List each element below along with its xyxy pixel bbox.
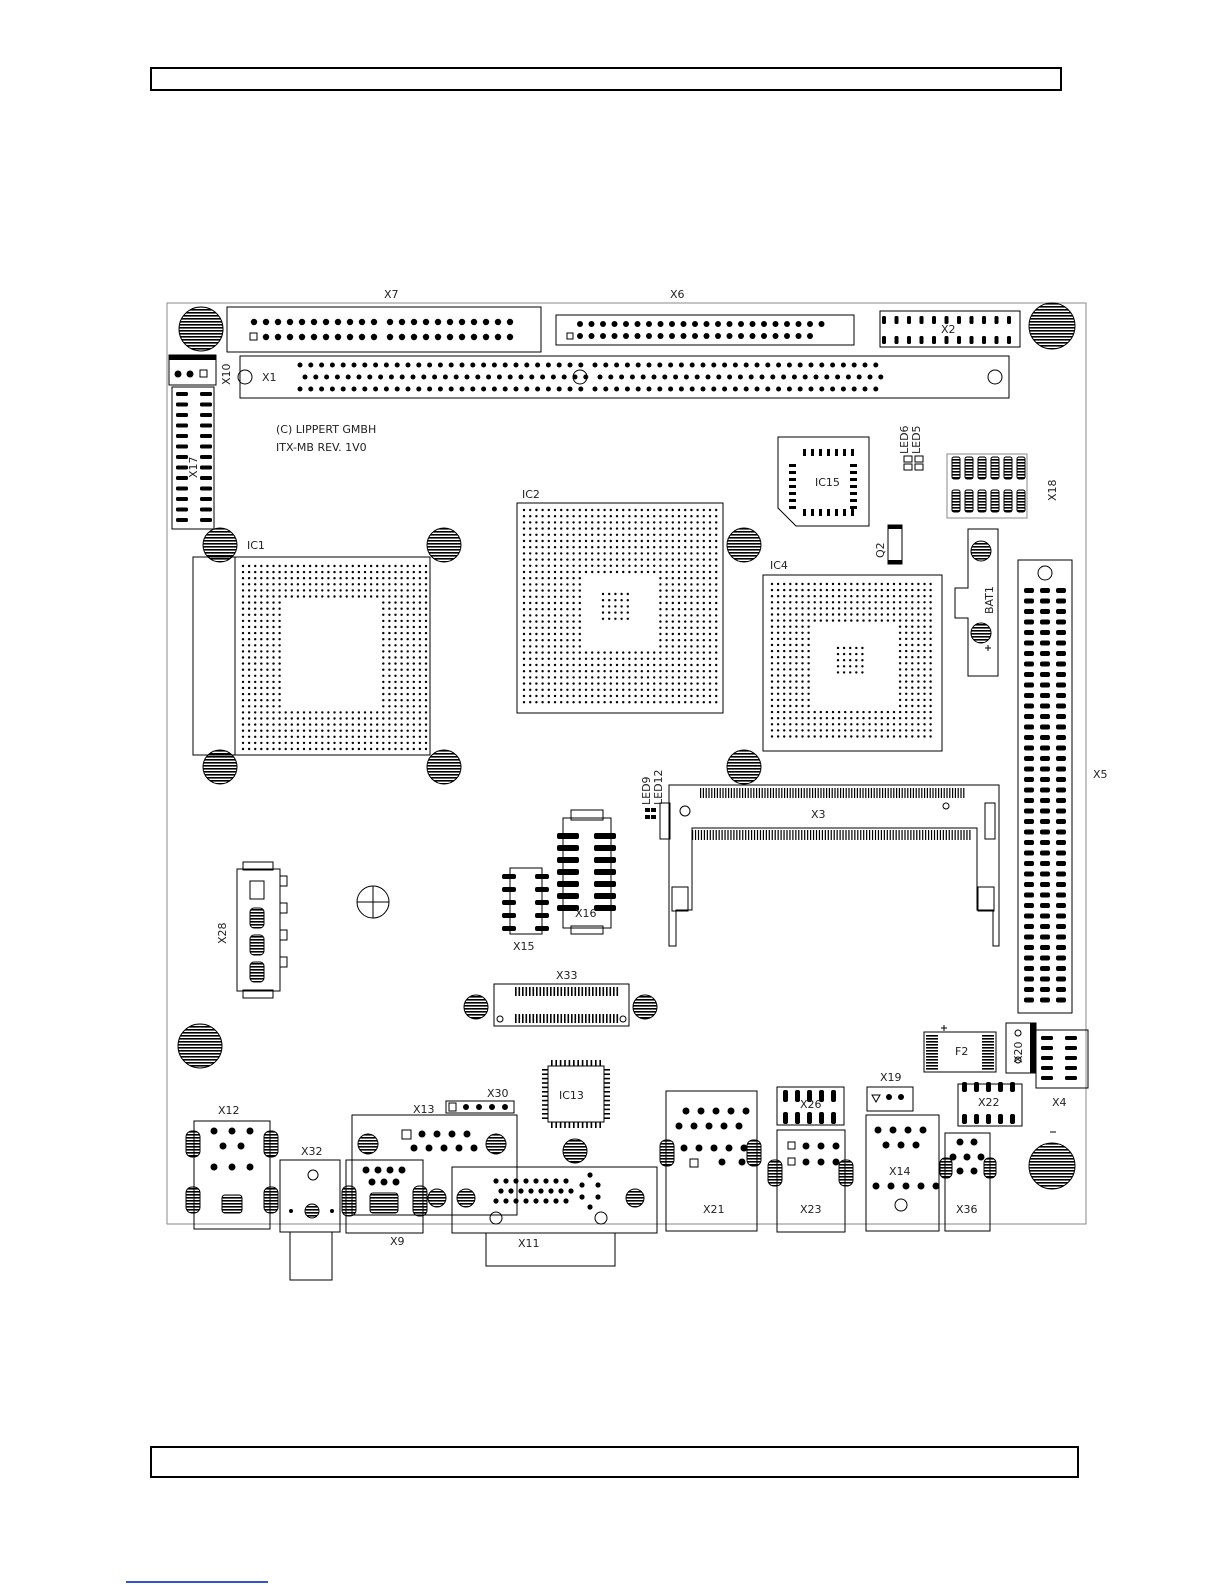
label-x33: X33 xyxy=(556,969,578,982)
connector-x5 xyxy=(1018,560,1072,1013)
chip-ic1 xyxy=(193,557,430,755)
label-x1: X1 xyxy=(262,371,277,384)
footer-box xyxy=(150,1446,1079,1478)
label-x10: X10 xyxy=(220,363,233,385)
label-x12: X12 xyxy=(218,1104,240,1117)
chip-ic4 xyxy=(763,575,942,751)
label-led12: LED12 xyxy=(652,769,665,805)
label-x18: X18 xyxy=(1046,479,1059,501)
mounting-hole xyxy=(563,1139,587,1163)
label-x22: X22 xyxy=(978,1096,1000,1109)
label-x16: X16 xyxy=(575,907,597,920)
copyright-text: (C) LIPPERT GMBH xyxy=(276,423,376,436)
label-x15: X15 xyxy=(513,940,535,953)
label-ic13: IC13 xyxy=(559,1089,584,1102)
mounting-hole xyxy=(428,1189,446,1207)
connector-x15 xyxy=(502,868,549,934)
connector-x30 xyxy=(446,1101,514,1113)
mounting-hole xyxy=(626,1189,644,1207)
label-ic15: IC15 xyxy=(815,476,840,489)
mounting-hole xyxy=(464,995,488,1019)
mounting-hole xyxy=(1029,303,1075,349)
connector-x4 xyxy=(1036,1030,1088,1132)
label-ic1: IC1 xyxy=(247,539,265,552)
label-x3: X3 xyxy=(811,808,826,821)
board-text: (C) LIPPERT GMBH ITX-MB REV. 1V0 X7 X6 X… xyxy=(187,288,1108,1250)
label-x9: X9 xyxy=(390,1235,405,1248)
connector-x7 xyxy=(227,307,541,352)
label-led5: LED5 xyxy=(910,425,923,454)
mounting-hole xyxy=(427,750,461,784)
connector-x10 xyxy=(169,355,216,385)
label-ic2: IC2 xyxy=(522,488,540,501)
mounting-hole xyxy=(486,1134,506,1154)
mounting-hole xyxy=(358,1134,378,1154)
label-x21: X21 xyxy=(703,1203,725,1216)
mounting-hole xyxy=(427,528,461,562)
connector-x11 xyxy=(452,1167,657,1266)
mounting-hole xyxy=(179,307,223,351)
label-x7: X7 xyxy=(384,288,399,301)
mounting-hole xyxy=(727,528,761,562)
connector-x18 xyxy=(947,454,1027,518)
board-revision-text: ITX-MB REV. 1V0 xyxy=(276,441,367,454)
label-f2: F2 xyxy=(955,1045,968,1058)
chip-ic2 xyxy=(517,503,723,713)
connector-x28 xyxy=(237,862,287,998)
label-x30: X30 xyxy=(487,1087,509,1100)
connector-x12 xyxy=(186,1121,278,1229)
label-x20: X20 xyxy=(1012,1041,1025,1063)
connector-x3 xyxy=(660,785,999,946)
label-x26: X26 xyxy=(800,1098,822,1111)
label-x5: X5 xyxy=(1093,768,1108,781)
connector-x1 xyxy=(238,356,1009,398)
label-x28: X28 xyxy=(216,922,229,944)
label-x2: X2 xyxy=(941,323,956,336)
connector-x9 xyxy=(342,1160,427,1233)
transistor-q2 xyxy=(888,525,902,564)
mounting-hole xyxy=(457,1189,475,1207)
label-x4: X4 xyxy=(1052,1096,1067,1109)
label-x13: X13 xyxy=(413,1103,435,1116)
mounting-hole xyxy=(971,623,991,643)
label-x11: X11 xyxy=(518,1237,540,1250)
label-bat1: BAT1 xyxy=(983,586,996,614)
connector-x23 xyxy=(768,1130,853,1232)
mounting-hole xyxy=(971,541,991,561)
connector-x36 xyxy=(940,1133,996,1231)
connector-x19 xyxy=(867,1087,913,1111)
led-pair-9-12 xyxy=(645,808,656,819)
mounting-hole xyxy=(633,995,657,1019)
label-q2: Q2 xyxy=(874,542,887,558)
label-x36: X36 xyxy=(956,1203,978,1216)
connector-x6 xyxy=(556,315,854,345)
label-x19: X19 xyxy=(880,1071,902,1084)
mounting-hole xyxy=(178,1024,222,1068)
label-x32: X32 xyxy=(301,1145,323,1158)
label-x17: X17 xyxy=(187,456,200,478)
label-x6: X6 xyxy=(670,288,685,301)
mounting-hole xyxy=(727,750,761,784)
led-pair-5-6 xyxy=(904,456,923,470)
connector-x32 xyxy=(280,1160,340,1280)
connector-x33 xyxy=(494,984,629,1026)
mounting-hole xyxy=(1029,1143,1075,1189)
label-x14: X14 xyxy=(889,1165,911,1178)
fiducial-mark xyxy=(357,886,389,918)
link-underline xyxy=(126,1581,268,1583)
label-ic4: IC4 xyxy=(770,559,788,572)
label-x23: X23 xyxy=(800,1203,822,1216)
